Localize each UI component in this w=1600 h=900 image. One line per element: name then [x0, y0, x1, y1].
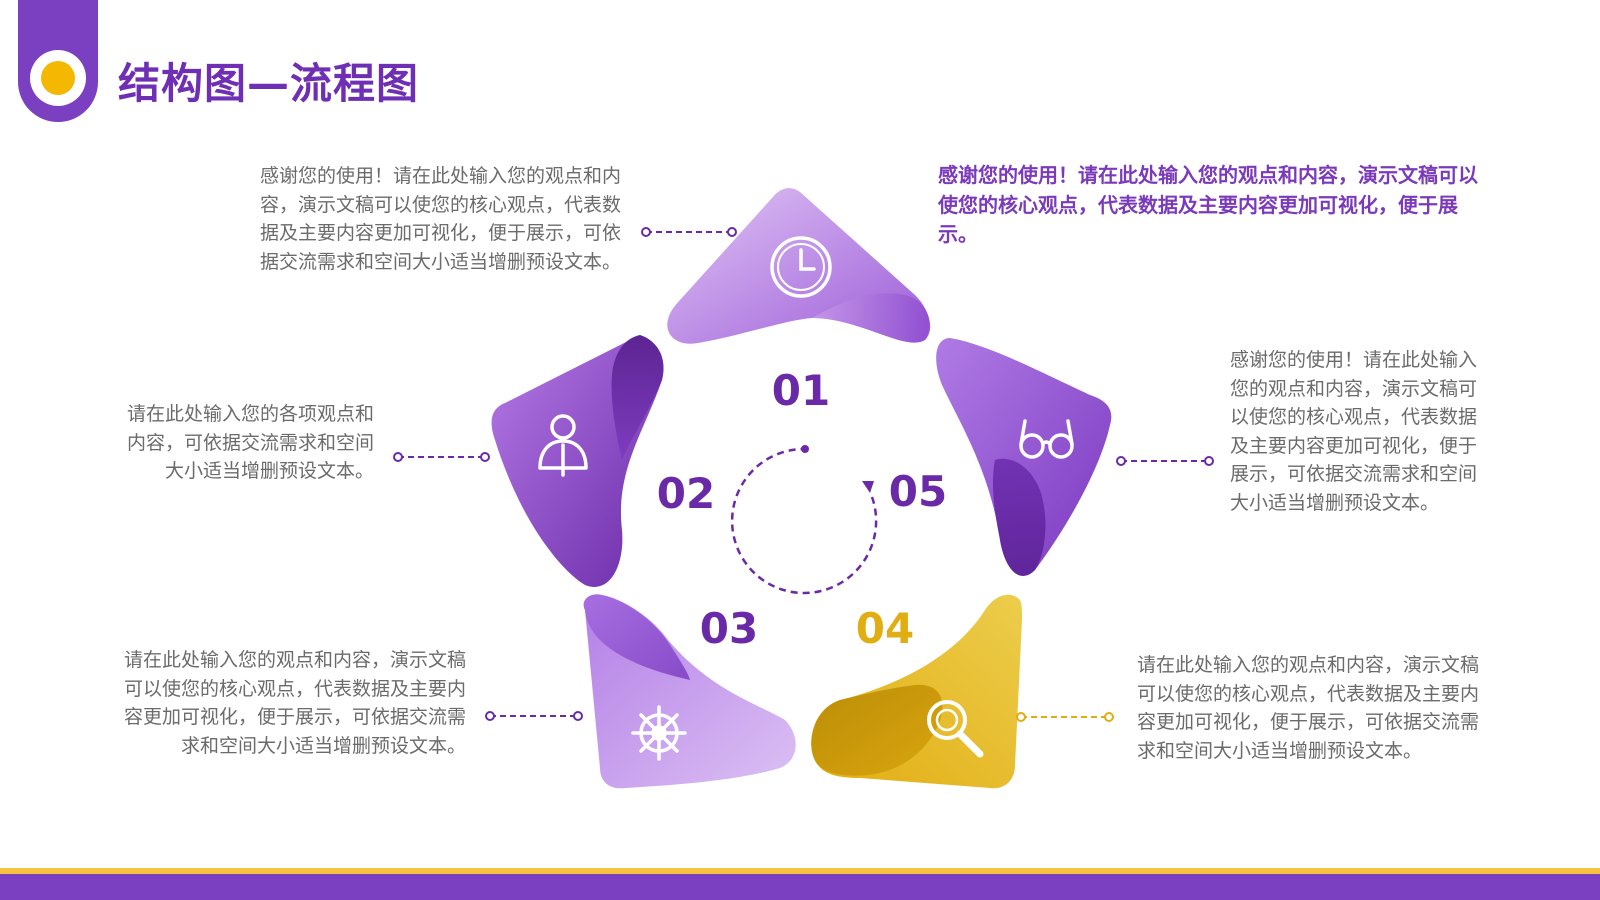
cycle-arrow — [730, 447, 878, 595]
step-04-number: 04 — [856, 604, 914, 653]
cycle-arrow-dot — [801, 445, 809, 453]
step-01-text: 感谢您的使用！请在此处输入您的观点和内容，演示文稿可以使您的核心观点，代表数据及… — [259, 165, 621, 273]
connector-05 — [1116, 456, 1214, 466]
step-05-petal — [936, 338, 1112, 576]
step-02-number: 02 — [657, 469, 715, 518]
step-01-petal — [667, 188, 931, 344]
logo-dot — [41, 61, 75, 95]
page-title: 结构图—流程图 — [118, 59, 420, 108]
step-01-number: 01 — [772, 366, 830, 415]
connector-02 — [393, 452, 490, 462]
step-02-text: 请在此处输入您的各项观点和内容，可依据交流需求和空间大小适当增删预设文本。 — [126, 403, 374, 482]
footer-stripe-yellow — [0, 868, 1600, 874]
cycle-arrowhead — [862, 481, 874, 493]
step-03-petal — [583, 594, 796, 789]
person-icon — [538, 414, 588, 477]
step-04-petal — [811, 594, 1022, 789]
highlight-text: 感谢您的使用！请在此处输入您的观点和内容，演示文稿可以使您的核心观点，代表数据及… — [938, 163, 1478, 246]
footer-stripe-purple — [0, 874, 1600, 900]
connector-01 — [641, 227, 737, 237]
logo-tab — [18, 0, 98, 122]
logo-ring — [30, 50, 86, 106]
magnifier-icon — [927, 700, 984, 758]
step-03-number: 03 — [700, 604, 758, 653]
connector-04 — [1016, 712, 1114, 722]
step-05-text: 感谢您的使用！请在此处输入您的观点和内容，演示文稿可以使您的核心观点，代表数据及… — [1230, 349, 1478, 514]
connector-03 — [485, 711, 583, 721]
step-03-text: 请在此处输入您的观点和内容，演示文稿可以使您的核心观点，代表数据及主要内容更加可… — [124, 649, 467, 757]
step-05-number: 05 — [889, 467, 947, 516]
clock-icon — [770, 236, 832, 298]
glasses-icon — [1019, 419, 1074, 459]
step-02-petal — [491, 335, 664, 587]
ship-wheel-icon — [631, 705, 687, 761]
step-04-text: 请在此处输入您的观点和内容，演示文稿可以使您的核心观点，代表数据及主要内容更加可… — [1137, 654, 1480, 762]
